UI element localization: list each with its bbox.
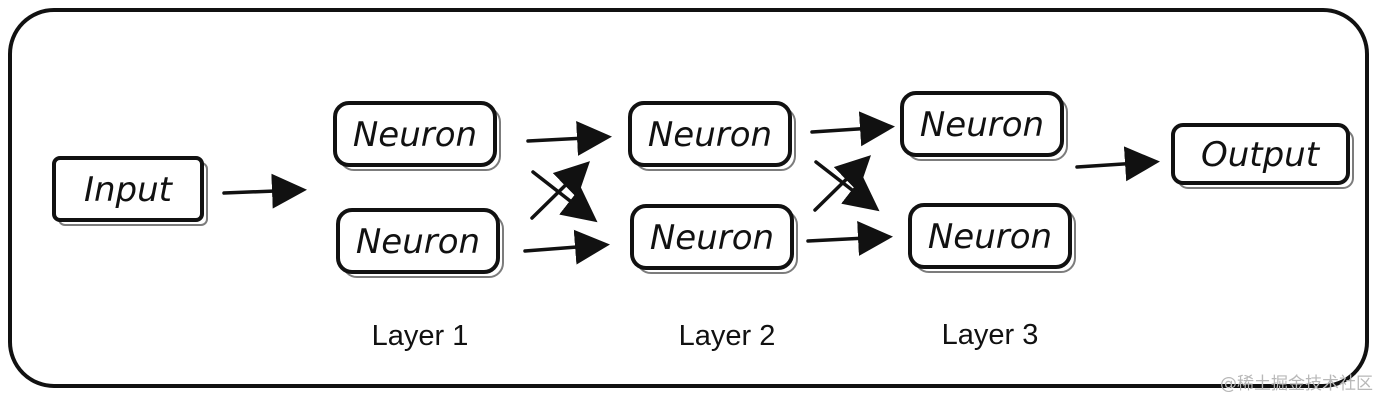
watermark-text: @稀土掘金技术社区 [1220,374,1373,394]
layer1-label: Layer 1 [372,320,469,352]
layer1-top-neuron-label: Neuron [353,115,477,155]
layer2-top-neuron-label: Neuron [648,115,772,155]
arrow-l2bottom-to-l3top [813,155,871,212]
output-node-label: Output [1201,135,1321,175]
layer3-label: Layer 3 [942,319,1039,351]
layer3-top-neuron-label: Neuron [920,105,1044,145]
layer2-bottom-neuron: Neuron [630,204,798,274]
layer3-bottom-neuron-label: Neuron [928,217,1052,257]
layer1-bottom-neuron: Neuron [336,208,504,278]
layer1-bottom-neuron-label: Neuron [356,222,480,262]
arrow-l1top-to-l2top [526,120,612,156]
layer2-top-neuron: Neuron [628,101,796,171]
layer2-label: Layer 2 [679,320,776,352]
arrow-l2bottom-to-l3bottom [806,220,893,256]
arrow-l1bottom-to-l2bottom [523,229,610,265]
layer3-top-neuron: Neuron [900,91,1068,161]
input-node-label: Input [84,170,174,210]
arrow-input-to-layer1 [222,173,307,209]
input-node: Input [52,156,208,226]
output-node: Output [1171,123,1354,189]
layer1-top-neuron: Neuron [333,101,501,171]
arrow-l2top-to-l3top [810,111,895,147]
arrow-l1bottom-to-l2top [530,161,590,220]
layer2-bottom-neuron-label: Neuron [650,218,774,258]
layer3-bottom-neuron: Neuron [908,203,1076,273]
arrow-layer3-to-output [1075,146,1160,182]
